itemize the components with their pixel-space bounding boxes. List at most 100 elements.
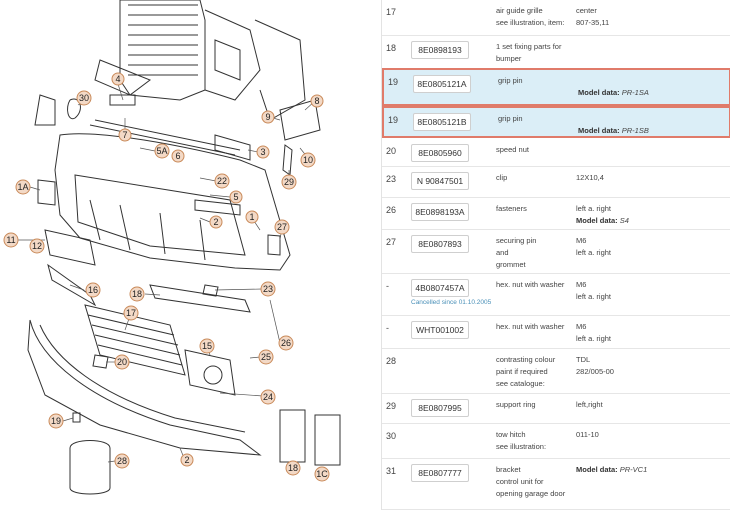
row-info: Model data: PR-1SB [578, 113, 728, 137]
callout-7[interactable]: 7 [118, 128, 132, 142]
callout-5[interactable]: 5 [229, 190, 243, 204]
part-number-button[interactable]: WHT001002 [411, 321, 469, 339]
cancelled-note: Cancelled since 01.10.2005 [411, 299, 492, 306]
callout-1C[interactable]: 1C [314, 466, 330, 482]
callout-29[interactable]: 29 [281, 174, 297, 190]
part-number-button[interactable]: 8E0807995 [411, 399, 469, 417]
callout-23[interactable]: 23 [260, 281, 276, 297]
part-number-button[interactable]: N 90847501 [411, 172, 469, 190]
callout-18[interactable]: 18 [129, 286, 145, 302]
description-line: contrasting colour [496, 355, 556, 364]
row-description: hex. nut with washer [496, 321, 571, 333]
callout-label: 2 [213, 217, 218, 227]
callout-label: 4 [115, 74, 120, 84]
callout-label: 17 [126, 308, 136, 318]
callout-label: 22 [217, 176, 227, 186]
callout-circle [123, 305, 139, 321]
callout-1[interactable]: 1 [245, 210, 259, 224]
callout-12[interactable]: 12 [29, 238, 45, 254]
part-number-button[interactable]: 8E0807777 [411, 464, 469, 482]
callout-11[interactable]: 11 [3, 232, 19, 248]
part-number-button[interactable]: 8E0898193 [411, 41, 469, 59]
callout-circle [261, 110, 275, 124]
callout-label: 26 [281, 338, 291, 348]
info-line: center [576, 6, 597, 15]
row-description: fasteners [496, 203, 571, 215]
callout-6[interactable]: 6 [171, 149, 185, 163]
callout-8[interactable]: 8 [310, 94, 324, 108]
callout-19[interactable]: 19 [48, 413, 64, 429]
callout-label: 20 [117, 357, 127, 367]
part-number-button[interactable]: 8E0807893 [411, 235, 469, 253]
callout-5A[interactable]: 5A [154, 143, 170, 159]
callout-22[interactable]: 22 [214, 173, 230, 189]
part-number-button[interactable]: 4B0807457A [411, 279, 469, 297]
row-description: hex. nut with washer [496, 279, 571, 291]
callout-label: 29 [284, 177, 294, 187]
row-position: 20 [386, 146, 397, 156]
callout-16[interactable]: 16 [85, 282, 101, 298]
callout-label: 30 [79, 93, 89, 103]
callout-label: 28 [117, 456, 127, 466]
callout-circle [154, 143, 170, 159]
callout-1A[interactable]: 1A [15, 179, 31, 195]
info-line: Model data: PR-1SB [578, 125, 728, 137]
row-position: 18 [386, 43, 397, 53]
description-line: grip pin [498, 114, 523, 123]
info-line: left,right [576, 400, 603, 409]
callout-18[interactable]: 18 [285, 460, 301, 476]
callout-9[interactable]: 9 [261, 110, 275, 124]
callout-circle [29, 238, 45, 254]
part-number-button[interactable]: 8E0805121A [413, 75, 471, 93]
callout-10[interactable]: 10 [300, 152, 316, 168]
info-line: M6 [576, 236, 587, 245]
callout-24[interactable]: 24 [260, 389, 276, 405]
model-data-value: S4 [619, 216, 629, 225]
info-line: left a. right [576, 248, 612, 257]
callout-label: 6 [175, 151, 180, 161]
row-description: grip pin [498, 75, 573, 87]
callout-circle [85, 282, 101, 298]
radiator-frame-drawing [94, 0, 306, 121]
callout-2[interactable]: 2 [209, 215, 223, 229]
callout-15[interactable]: 15 [199, 338, 215, 354]
description-line: opening garage door [496, 489, 566, 498]
callout-2[interactable]: 2 [180, 453, 194, 467]
callout-20[interactable]: 20 [114, 354, 130, 370]
callout-label: 24 [263, 392, 273, 402]
description-line: fasteners [496, 204, 527, 213]
callout-4[interactable]: 4 [111, 72, 125, 86]
callout-25[interactable]: 25 [258, 349, 274, 365]
part-number-button[interactable]: 8E0805121B [413, 113, 471, 131]
callout-3[interactable]: 3 [256, 145, 270, 159]
part-number-button[interactable]: 8E0805960 [411, 144, 469, 162]
callout-label: 5 [233, 192, 238, 202]
callout-30[interactable]: 30 [76, 90, 92, 106]
callout-17[interactable]: 17 [123, 305, 139, 321]
description-line: air guide grille [496, 6, 543, 15]
callout-circle [48, 413, 64, 429]
callout-28[interactable]: 28 [114, 453, 130, 469]
callout-27[interactable]: 27 [274, 219, 290, 235]
part-number-button[interactable]: 8E0898193A [411, 203, 469, 221]
callout-26[interactable]: 26 [278, 335, 294, 351]
row-description: grip pin [498, 113, 573, 125]
info-line: 282/005-00 [576, 367, 614, 376]
